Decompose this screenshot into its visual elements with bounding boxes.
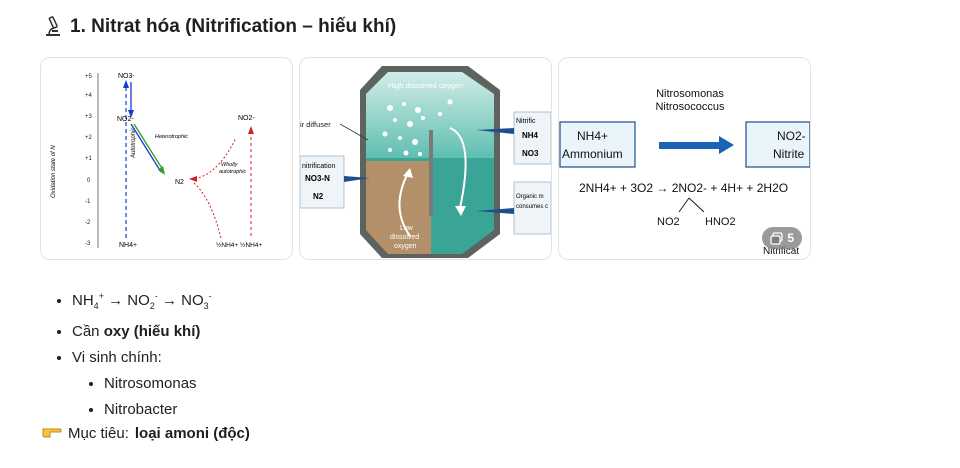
label-denit-title: nitrification xyxy=(302,163,336,170)
tick: +3 xyxy=(85,114,93,120)
label-low2: dissolved xyxy=(390,234,419,241)
goal-label: Mục tiêu: xyxy=(68,424,129,442)
list-item-oxygen: Cần oxy (hiếu khí) xyxy=(72,319,212,345)
label-right-box1: NO2- xyxy=(777,129,806,143)
list-item-microbes: Vi sinh chính: Nitrosomonas Nitrobacter xyxy=(72,345,212,423)
label-air-diffuser: ir diffuser xyxy=(300,120,331,129)
label-left-box2: Ammonium xyxy=(562,147,623,161)
label-no2: NO2- xyxy=(117,116,134,123)
label-equation: 2NH4+ + 3O2 → 2NO2- + 4H+ + 2H2O xyxy=(579,181,788,195)
list-item-reaction: NH4+ → NO2- → NO3- xyxy=(72,283,212,319)
goal-bold: loại amoni (độc) xyxy=(134,424,250,442)
label-nh4: NH4+ xyxy=(119,242,137,249)
thumb-reactor-tank[interactable]: High dissolved oxygen ir diffuser nitrif… xyxy=(299,57,552,260)
label-low3: oxygen xyxy=(394,243,417,250)
label-low1: Low xyxy=(400,225,414,232)
label-bacteria2: Nitrosococcus xyxy=(655,101,725,113)
label-branch1: NO2 xyxy=(657,216,680,228)
sub-item-nitrosomonas: Nitrosomonas xyxy=(104,371,212,397)
tick: -3 xyxy=(85,241,91,247)
label-autotrophic2: autotrophic xyxy=(219,169,246,175)
section-heading: 1. Nitrat hóa (Nitrification – hiếu khí) xyxy=(42,16,396,38)
label-wholly: Wholly xyxy=(221,162,239,168)
tick: +5 xyxy=(85,74,93,80)
sub-list: Nitrosomonas Nitrobacter xyxy=(72,371,212,423)
sub-item-nitrobacter: Nitrobacter xyxy=(104,397,212,423)
tick: 0 xyxy=(87,178,91,184)
label-branch2: HNO2 xyxy=(705,216,736,228)
label-no3: NO3- xyxy=(118,73,135,80)
label-n2: N2 xyxy=(175,179,184,186)
tick: -1 xyxy=(85,199,91,205)
label-nitrif-title: Nitrific xyxy=(516,118,536,125)
label-half-nh4: ½NH4+ ½NH4+ xyxy=(216,241,262,249)
gallery-stack-icon xyxy=(770,231,783,245)
label-no2-right: NO2- xyxy=(238,115,255,122)
thumb-reaction-diagram[interactable]: Nitrosomonas Nitrosococcus NH4+ Ammonium… xyxy=(558,57,811,260)
tick: +2 xyxy=(85,135,93,141)
tick: +4 xyxy=(85,93,93,99)
tick: +1 xyxy=(85,156,93,162)
label-left-box1: NH4+ xyxy=(577,129,608,143)
label-heterotrophic: Heterotrophic xyxy=(155,134,188,140)
pointing-hand-icon xyxy=(42,423,62,443)
heading-text: 1. Nitrat hóa (Nitrification – hiếu khí) xyxy=(70,16,397,37)
label-denit-line1: NO3-N xyxy=(305,174,330,183)
label-denit-line2: N2 xyxy=(313,192,324,201)
yaxis-label: Oxidation state of N xyxy=(51,145,57,198)
label-nitrif-line1: NH4 xyxy=(522,131,539,140)
tick: -2 xyxy=(85,220,91,226)
gallery-count-badge[interactable]: 5 xyxy=(762,227,802,249)
image-gallery: Oxidation state of N +5 +4 +3 +2 +1 0 -1… xyxy=(40,57,811,260)
label-organic1: Organic m xyxy=(516,194,544,200)
label-autotrophic: Autotrophic xyxy=(131,128,137,159)
microscope-icon xyxy=(42,16,64,38)
label-high-oxygen: High dissolved oxygen xyxy=(388,81,463,90)
label-bacteria1: Nitrosomonas xyxy=(656,88,724,100)
goal-line: Mục tiêu: loại amoni (độc) xyxy=(42,423,250,443)
bullet-list: NH4+ → NO2- → NO3- Cần oxy (hiếu khí) Vi… xyxy=(40,283,212,423)
label-nitrif-line2: NO3 xyxy=(522,149,539,158)
thumb-oxidation-state[interactable]: Oxidation state of N +5 +4 +3 +2 +1 0 -1… xyxy=(40,57,293,260)
gallery-count: 5 xyxy=(787,231,794,245)
label-cut: Nitrificat xyxy=(763,246,799,257)
label-organic2: consumes c xyxy=(516,204,548,210)
label-right-box2: Nitrite xyxy=(773,147,805,161)
